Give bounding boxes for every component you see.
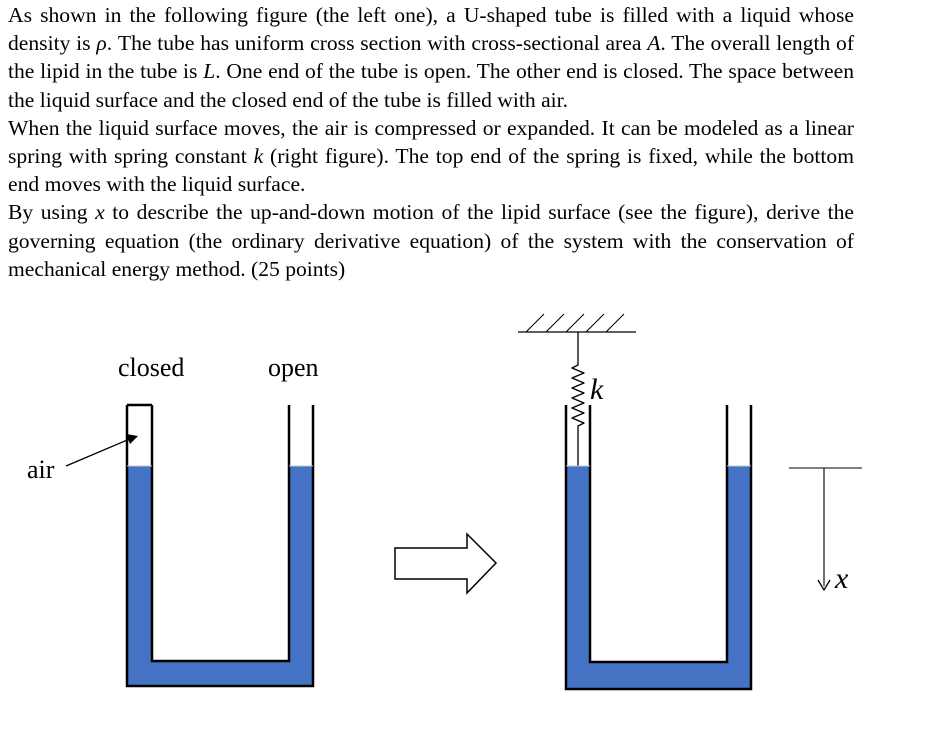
rho-symbol: ρ: [96, 31, 107, 56]
problem-paragraph-2: When the liquid surface moves, the air i…: [8, 114, 854, 199]
closed-label: closed: [118, 353, 184, 382]
x-symbol: x: [95, 200, 105, 225]
fixed-support: [518, 313, 636, 333]
p3-text-b: to describe the up-and-down motion of th…: [8, 200, 854, 281]
air-pointer-arrow: [65, 434, 138, 467]
right-tube-liquid: [566, 466, 751, 689]
area-symbol: A: [647, 31, 661, 56]
p1-text-a: As shown in the following figure (the le…: [8, 3, 854, 56]
problem-paragraph-3: By using x to describe the up-and-down m…: [8, 198, 854, 283]
problem-paragraph-1: As shown in the following figure (the le…: [8, 1, 854, 114]
p3-text-a: By using: [8, 200, 96, 225]
spring: [571, 332, 585, 466]
p2-text-b: (right figure). The top end of the sprin…: [8, 144, 854, 197]
open-label: open: [268, 353, 319, 382]
displacement-label: x: [834, 562, 849, 595]
left-u-tube: [125, 403, 315, 688]
p1-text-b: . The tube has uniform cross section wit…: [106, 31, 648, 56]
right-tube-outline: [564, 405, 753, 691]
length-symbol: L: [203, 59, 216, 84]
p1-text-d: . One end of the tube is open. The other…: [8, 59, 855, 112]
spring-constant-label: k: [590, 373, 604, 406]
p1-text-c: . The overall length of the lipid in the…: [8, 31, 855, 84]
transition-arrow: [394, 532, 498, 595]
p2-text-a: When the liquid surface moves, the air i…: [8, 115, 854, 169]
air-label: air: [27, 455, 55, 484]
right-u-tube: [564, 405, 753, 691]
left-tube-outline: [125, 403, 315, 688]
k-symbol: k: [253, 144, 264, 169]
displacement-indicator: [789, 467, 862, 592]
problem-statement: As shown in the following figure (the le…: [8, 1, 854, 283]
left-tube-liquid: [127, 466, 313, 686]
